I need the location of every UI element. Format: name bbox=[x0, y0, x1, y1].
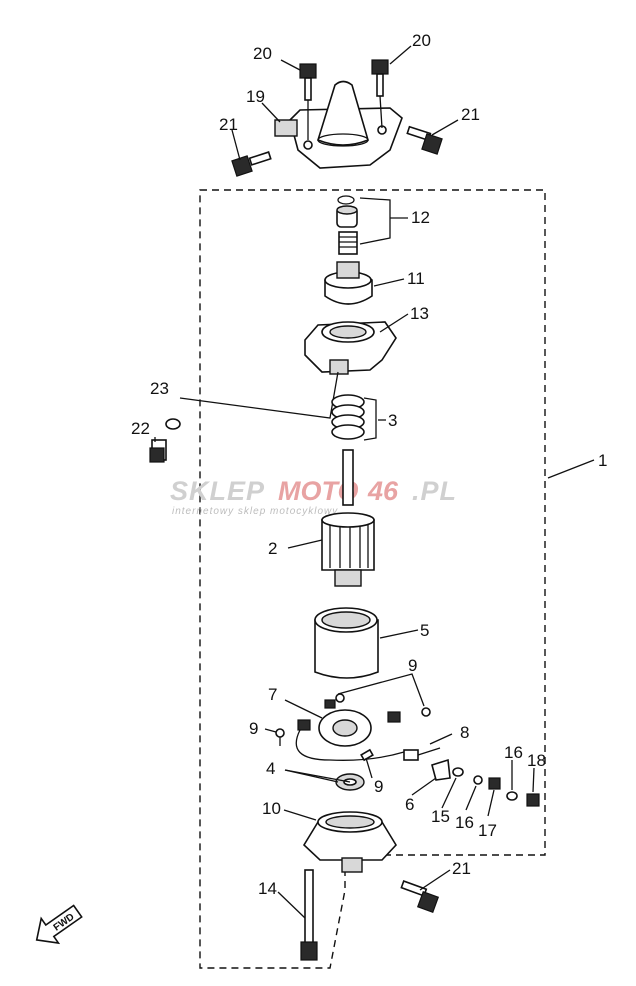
leader-lines bbox=[154, 45, 595, 919]
screw-part-9-top bbox=[335, 693, 345, 703]
watermark-sklep: SKLEP bbox=[170, 476, 265, 506]
yoke-part-5 bbox=[314, 607, 379, 679]
bolt-part-20-right bbox=[371, 59, 389, 129]
callout-20-right: 20 bbox=[412, 31, 431, 50]
screw-part-9-left bbox=[275, 728, 285, 746]
terminal-part-8 bbox=[403, 747, 441, 761]
brush-holder-part-7 bbox=[295, 699, 405, 761]
watermark-domain: .PL bbox=[412, 476, 457, 506]
fwd-arrow-icon: FWD bbox=[35, 904, 83, 945]
callout-22: 22 bbox=[131, 419, 150, 438]
callout-16-right: 16 bbox=[504, 743, 523, 762]
callout-7: 7 bbox=[268, 685, 277, 704]
callout-10: 10 bbox=[262, 799, 281, 818]
watermark-tagline: internetowy sklep motocyklowy bbox=[172, 506, 338, 517]
callout-23: 23 bbox=[150, 379, 169, 398]
leader-23-to-13 bbox=[179, 371, 339, 419]
through-bolt-part-14 bbox=[300, 869, 318, 961]
callout-17: 17 bbox=[478, 821, 497, 840]
callout-9-top: 9 bbox=[408, 656, 417, 675]
drive-parts-12 bbox=[336, 195, 391, 255]
top-cover-part-19 bbox=[274, 80, 403, 169]
plate-part-6 bbox=[431, 758, 451, 781]
callout-21-left: 21 bbox=[219, 115, 238, 134]
callout-8: 8 bbox=[460, 723, 469, 742]
bolt-part-22 bbox=[149, 439, 167, 463]
callout-16-left: 16 bbox=[455, 813, 474, 832]
brake-part-3 bbox=[331, 394, 377, 441]
watermark-number: 46 bbox=[367, 476, 399, 506]
callout-9-bottom: 9 bbox=[374, 777, 383, 796]
callout-11: 11 bbox=[407, 269, 425, 288]
bolt-part-21-bottom bbox=[400, 880, 440, 914]
callout-12: 12 bbox=[411, 208, 430, 227]
screw-part-9-right bbox=[421, 707, 431, 717]
callout-15: 15 bbox=[431, 807, 450, 826]
callout-9-left: 9 bbox=[249, 719, 258, 738]
callout-1: 1 bbox=[598, 451, 607, 470]
bracket-part-13 bbox=[304, 321, 397, 375]
washer-part-23 bbox=[165, 418, 181, 430]
pinion-part-11 bbox=[324, 261, 373, 305]
callout-19: 19 bbox=[246, 87, 265, 106]
nut-part-18 bbox=[526, 793, 540, 807]
callout-18: 18 bbox=[527, 751, 546, 770]
lower-bracket-part-10 bbox=[302, 811, 397, 873]
washer-part-16-left bbox=[473, 775, 483, 785]
bolt-part-20-left bbox=[299, 63, 317, 140]
callout-14: 14 bbox=[258, 879, 277, 898]
bolt-part-21-right bbox=[406, 125, 443, 155]
callout-20-left: 20 bbox=[253, 44, 272, 63]
screw-part-9-bottom bbox=[360, 748, 374, 762]
nut-part-17 bbox=[488, 777, 501, 790]
watermark: SKLEP MOTO 46 .PL internetowy sklep moto… bbox=[170, 476, 457, 517]
armature-part-2 bbox=[321, 449, 375, 587]
callout-5: 5 bbox=[420, 621, 429, 640]
callout-13: 13 bbox=[410, 304, 429, 323]
callout-3: 3 bbox=[388, 411, 397, 430]
bolt-part-21-left bbox=[231, 151, 272, 177]
callout-21-right: 21 bbox=[461, 105, 480, 124]
callout-2: 2 bbox=[268, 539, 277, 558]
callout-4: 4 bbox=[266, 759, 275, 778]
washer-part-16-right bbox=[506, 791, 518, 801]
callout-21-bottom: 21 bbox=[452, 859, 471, 878]
washer-part-15 bbox=[452, 767, 464, 777]
callout-6: 6 bbox=[405, 795, 414, 814]
callout-labels: 20 20 19 21 21 12 11 13 23 22 3 1 2 5 9 … bbox=[131, 31, 607, 898]
leader-9-top bbox=[337, 673, 425, 707]
